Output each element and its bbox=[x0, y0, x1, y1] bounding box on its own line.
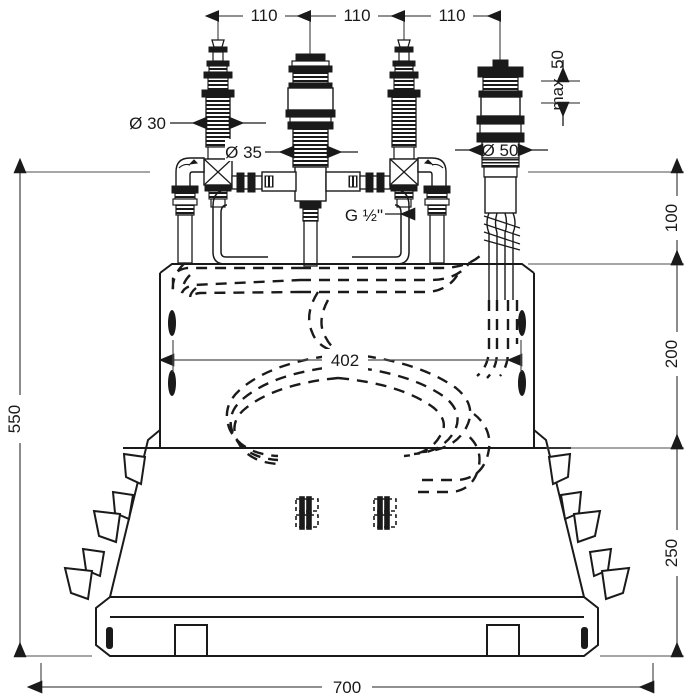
right-handle-valve bbox=[387, 39, 421, 186]
dim-550: 550 bbox=[5, 157, 150, 658]
g-half-inch-label: G ½" bbox=[345, 206, 383, 225]
dia-30-callout: Ø 30 bbox=[129, 114, 266, 133]
plinth-feet bbox=[174, 624, 520, 657]
dia-35-callout: Ø 35 bbox=[225, 139, 358, 162]
hand-shower-outlet bbox=[476, 59, 525, 300]
max-50-dimension: max. 50 bbox=[541, 50, 580, 126]
dim-402-label: 402 bbox=[331, 351, 359, 370]
dia-50-label: Ø 50 bbox=[482, 141, 519, 160]
right-dim-witness-lines bbox=[528, 171, 684, 657]
tub-body-outline bbox=[95, 263, 599, 657]
top-dim-110-a-label: 110 bbox=[250, 6, 277, 25]
clip-right-2 bbox=[559, 490, 583, 521]
dim-100: 100 bbox=[662, 157, 689, 266]
hose-end-connectors bbox=[295, 496, 397, 530]
top-dim-110-b-label: 110 bbox=[343, 6, 370, 25]
g-half-inch-callout: G ½" bbox=[325, 203, 416, 225]
top-dim-110-b: 110 bbox=[296, 4, 406, 26]
clip-left-4 bbox=[81, 547, 106, 578]
dim-550-label: 550 bbox=[5, 405, 24, 433]
dia-30-label: Ø 30 bbox=[129, 114, 166, 133]
clip-right-4 bbox=[588, 547, 613, 578]
foot-left bbox=[174, 624, 208, 657]
foot-right bbox=[486, 624, 520, 657]
dim-250-label: 250 bbox=[662, 539, 681, 567]
dia-50-callout: Ø 50 bbox=[455, 141, 548, 160]
deck-connecting-pipework bbox=[231, 171, 391, 193]
top-dim-110-c-label: 110 bbox=[438, 6, 465, 25]
clip-left-2 bbox=[111, 490, 135, 521]
dim-200-label: 200 bbox=[662, 340, 681, 368]
left-handle-valve bbox=[201, 39, 235, 186]
clip-left-5 bbox=[63, 566, 94, 601]
right-elbow-assembly bbox=[390, 157, 451, 264]
body-slot-marks bbox=[106, 310, 588, 649]
clips-right bbox=[547, 452, 631, 601]
clips-left bbox=[63, 452, 147, 601]
center-spout-body bbox=[285, 53, 336, 267]
clip-right-5 bbox=[600, 566, 631, 601]
dim-100-label: 100 bbox=[662, 204, 681, 232]
clip-right-1 bbox=[547, 452, 572, 486]
dim-200: 200 bbox=[662, 249, 689, 450]
dim-250: 250 bbox=[662, 433, 689, 658]
dim-402: 402 bbox=[158, 340, 523, 372]
left-elbow-assembly bbox=[171, 157, 232, 264]
top-dim-110-a: 110 bbox=[204, 4, 312, 26]
dim-700: 700 bbox=[26, 663, 655, 698]
clip-left-1 bbox=[122, 452, 147, 486]
clip-left-3 bbox=[92, 509, 122, 544]
dim-700-label: 700 bbox=[333, 678, 361, 697]
dia-35-label: Ø 35 bbox=[225, 143, 262, 162]
max-50-label: max. 50 bbox=[548, 50, 567, 110]
clip-right-3 bbox=[572, 509, 602, 544]
top-dim-110-c: 110 bbox=[390, 4, 502, 26]
